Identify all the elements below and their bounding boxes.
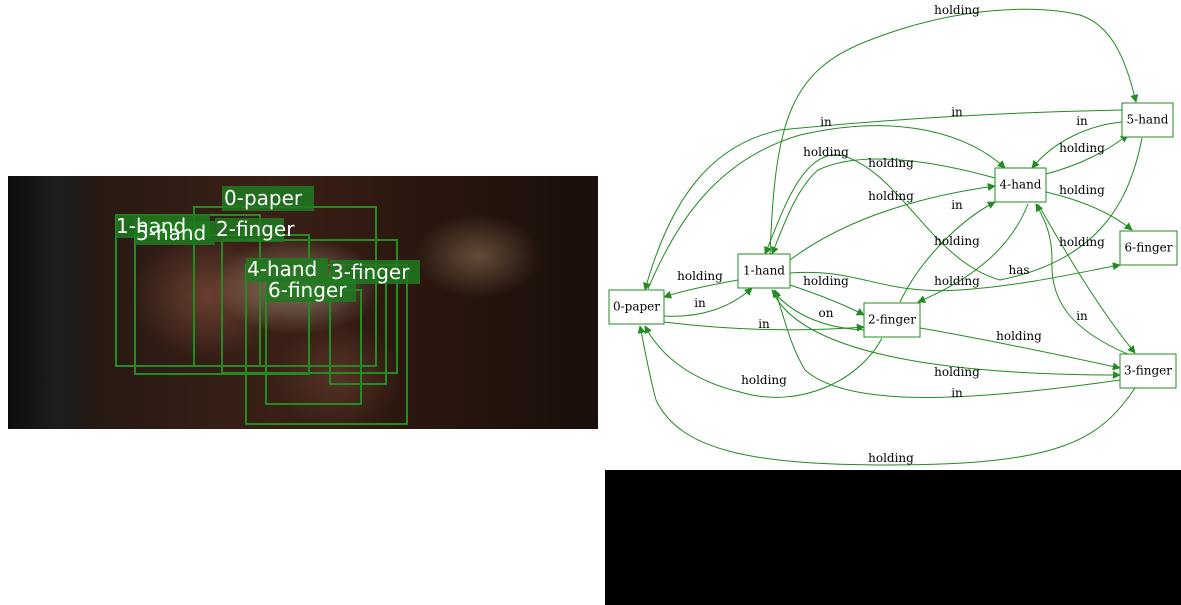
edge-label-e24: holding [868, 451, 914, 465]
edge-5-hand-holding-1-hand [764, 137, 1143, 281]
edge-5-hand-in-0-paper [643, 109, 1123, 291]
node-3-finger[interactable]: 3-finger [1119, 353, 1177, 389]
edge-1-hand-has-6-finger [789, 262, 1121, 292]
edge-label-e1: holding [934, 3, 980, 17]
edge-4-hand-holding-5-hand [1045, 134, 1129, 175]
edge-label-e3: in [820, 115, 832, 129]
edge-4-hand-holding-2-finger [917, 203, 1029, 303]
edge-2-finger-holding-3-finger [919, 327, 1121, 371]
edge-label-e17b: holding [934, 274, 980, 288]
edge-label-e15: holding [803, 274, 849, 288]
label-bg-2-finger [215, 218, 284, 242]
label-2-finger: 2-finger [216, 217, 295, 241]
label-0-paper: 0-paper [224, 186, 303, 210]
edge-3-finger-in-4-hand [1035, 203, 1131, 356]
label-4-hand: 4-hand [247, 257, 317, 281]
node-6-finger[interactable]: 6-finger [1119, 230, 1178, 266]
label-5-hand: 5-hand [136, 221, 206, 245]
detection-overlay: 1-hand 5-hand 0-paper 2-finger 4-hand 3-… [115, 186, 420, 425]
edge-label-e12: holding [1059, 235, 1105, 249]
node-label-5-hand: 5-hand [1127, 113, 1169, 127]
label-1-hand: 1-hand [116, 214, 186, 238]
label-bg-5-hand [135, 221, 215, 245]
label-3-finger: 3-finger [331, 260, 410, 284]
edge-1-hand-holding-3-finger [771, 289, 1121, 379]
edge-1-hand-holding-0-paper [663, 279, 739, 299]
edge-1-hand-holding-4-hand [789, 183, 996, 261]
label-6-finger: 6-finger [268, 278, 347, 302]
edge-label-e13: holding [677, 269, 723, 283]
node-2-finger[interactable]: 2-finger [863, 302, 921, 338]
edge-label-e17: has [1008, 263, 1029, 277]
node-label-3-finger: 3-finger [1124, 364, 1172, 378]
photo-coat-shadow [8, 176, 98, 429]
node-label-0-paper: 0-paper [613, 300, 660, 314]
label-bg-0-paper [222, 186, 314, 211]
edge-label-e7: holding [868, 156, 914, 170]
edge-label-e6: holding [803, 145, 849, 159]
edge-label-e14: in [694, 296, 706, 310]
node-label-6-finger: 6-finger [1125, 241, 1173, 255]
edge-2-finger-holding-0-paper [644, 325, 883, 398]
edge-label-e19: holding [996, 329, 1042, 343]
graph-edges [637, 8, 1143, 466]
edge-label-e9: holding [1059, 183, 1105, 197]
edge-3-finger-holding-0-paper [637, 325, 1136, 466]
edge-4-hand-holding-1-hand [771, 158, 996, 255]
edge-label-e23: holding [741, 373, 787, 387]
node-label-1-hand: 1-hand [743, 264, 785, 278]
scene-graph: holding in in in holding holding holding… [608, 3, 1178, 466]
node-label-2-finger: 2-finger [868, 313, 916, 327]
edge-4-hand-holding-6-finger [1045, 191, 1133, 231]
edge-label-e4: in [1076, 114, 1088, 128]
edge-label-e16: on [819, 306, 834, 320]
node-1-hand[interactable]: 1-hand [737, 253, 791, 289]
label-bg-6-finger [266, 278, 356, 302]
edge-1-hand-holding-2-finger [789, 284, 865, 316]
node-0-paper[interactable]: 0-paper [608, 289, 665, 325]
edge-label-e8: holding [868, 189, 914, 203]
box-6-finger [265, 289, 362, 405]
node-label-4-hand: 4-hand [1000, 178, 1042, 192]
blank-black-panel [605, 470, 1181, 605]
edge-label-e5: holding [1059, 141, 1105, 155]
edge-0-paper-in-4-hand [647, 125, 1006, 290]
edge-0-paper-in-2-finger [663, 321, 865, 332]
edge-labels: holding in in in holding holding holding… [677, 3, 1105, 465]
node-5-hand[interactable]: 5-hand [1121, 102, 1174, 138]
edge-label-e22: in [951, 386, 963, 400]
edge-0-paper-in-1-hand [663, 287, 753, 317]
edge-label-e11: holding [934, 234, 980, 248]
node-4-hand[interactable]: 4-hand [994, 167, 1047, 203]
graph-nodes: 0-paper 1-hand 2-finger 3-finger 4-hand … [608, 102, 1178, 389]
detection-image: 1-hand 5-hand 0-paper 2-finger 4-hand 3-… [8, 176, 598, 429]
edge-label-e2: in [951, 105, 963, 119]
box-2-finger [221, 239, 398, 374]
edge-label-e10: in [951, 198, 963, 212]
edge-1-hand-holding-5-hand [769, 8, 1139, 256]
edge-3-finger-in-1-hand [773, 289, 1121, 398]
edge-label-e21: holding [934, 365, 980, 379]
edge-label-e18: in [758, 317, 770, 331]
edge-5-hand-in-4-hand [1031, 121, 1123, 169]
edge-4-hand-holding-3-finger [1037, 203, 1136, 354]
edge-label-e20: in [1076, 309, 1088, 323]
